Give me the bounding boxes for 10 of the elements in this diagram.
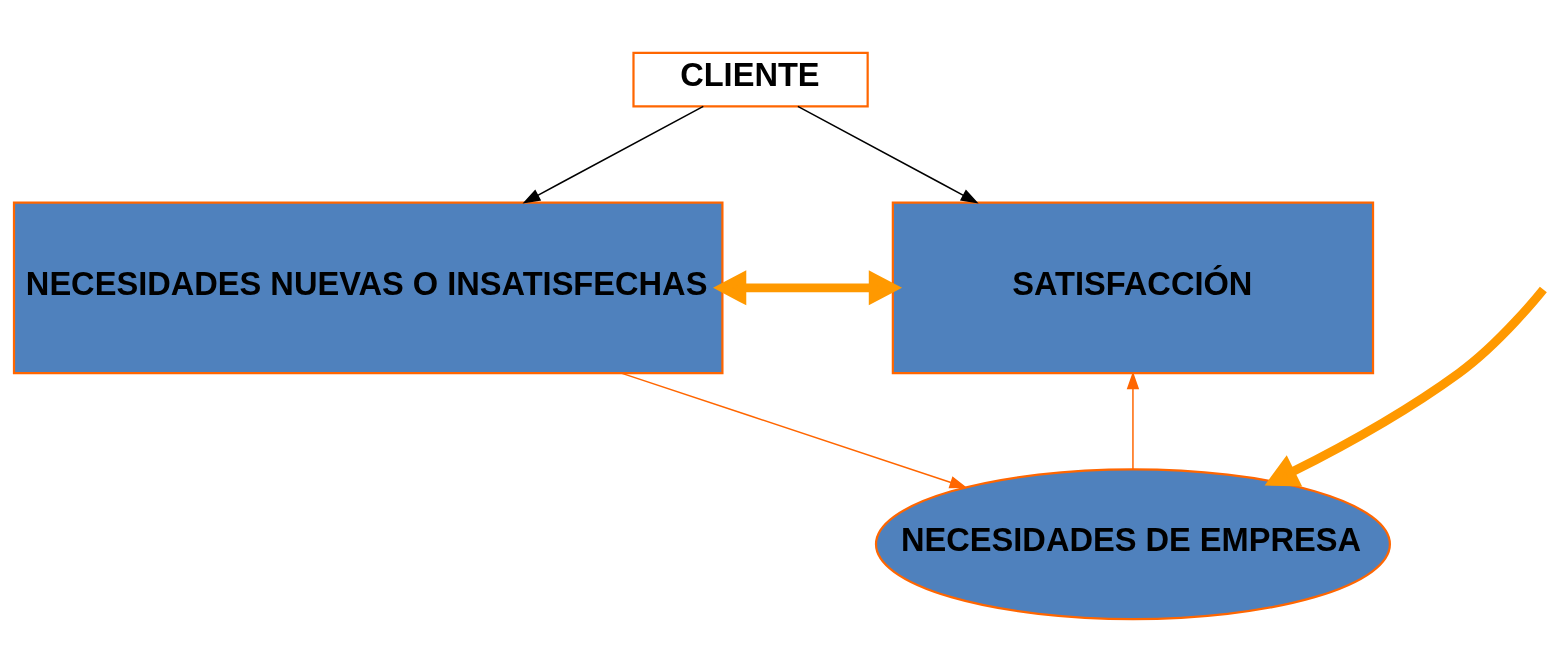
node-ellipse: NECESIDADES DE EMPRESA [874, 467, 1391, 620]
node-box: SATISFACCIÓN [891, 201, 1375, 374]
arrow [620, 371, 968, 488]
arrow [797, 105, 979, 203]
node-box: CLIENTE [632, 51, 869, 107]
arrow [1126, 370, 1140, 470]
arrow [1264, 286, 1547, 486]
arrow [713, 269, 903, 305]
arrow [522, 105, 705, 203]
node-box: NECESIDADES NUEVAS O INSATISFECHAS [12, 201, 724, 374]
